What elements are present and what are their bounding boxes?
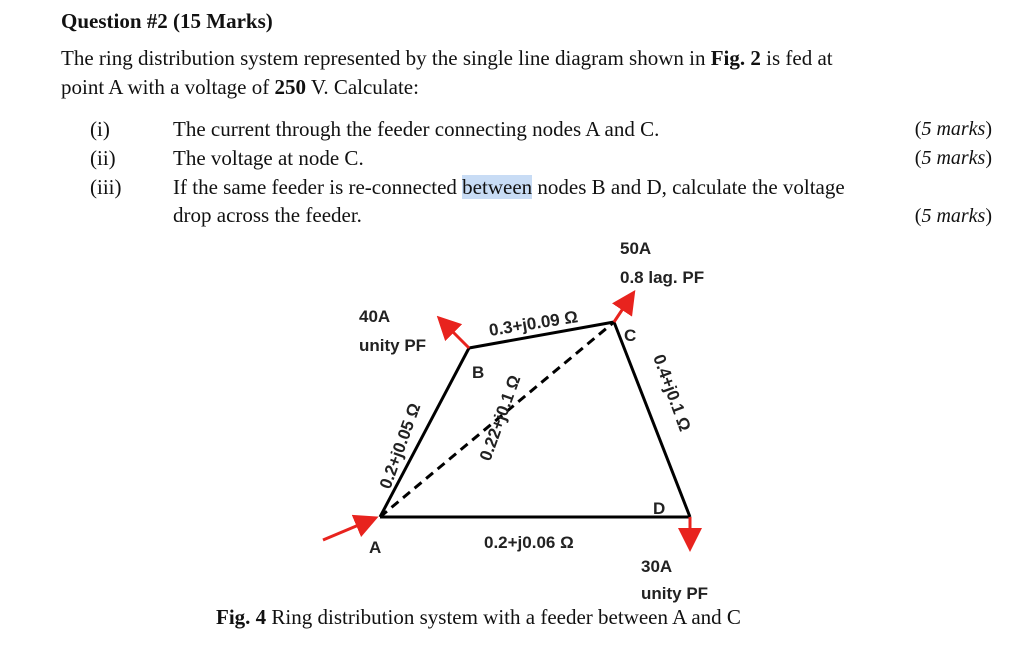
item-2-text: The voltage at node C. (173, 146, 364, 170)
item-3-text: If the same feeder is re-connected betwe… (173, 175, 999, 200)
intro-text-b: is fed at (760, 46, 833, 70)
load-arrow-b (436, 315, 471, 350)
impedance-cd: 0.4+j0.1 Ω (649, 352, 694, 434)
load-d-current: 30A (641, 557, 672, 576)
caption-fig-ref: Fig. 4 (216, 605, 267, 629)
item-3-number: (iii) (90, 175, 122, 199)
line-bc (468, 320, 615, 350)
item-3-text-a: If the same feeder is re-connected (173, 175, 463, 199)
item-2-marks: (5 marks) (914, 147, 992, 169)
item-2-number: (ii) (90, 146, 116, 170)
highlighted-word: between (462, 175, 533, 199)
intro-line-1: The ring distribution system represented… (61, 46, 833, 71)
intro-text-c: point A with a voltage of (61, 75, 275, 99)
node-c-label: C (624, 326, 636, 345)
item-3-marks: (5 marks) (914, 205, 992, 227)
item-1-marks-text: 5 marks (921, 118, 986, 140)
line-ab (378, 347, 471, 518)
node-d-label: D (653, 499, 665, 518)
intro-fig-ref: Fig. 2 (710, 46, 761, 70)
impedance-feeder: 0.22+j0.1 Ω (476, 373, 525, 464)
item-2-marks-text: 5 marks (921, 147, 986, 169)
impedance-ad: 0.2+j0.06 Ω (484, 533, 574, 552)
item-3-marks-text: 5 marks (921, 205, 986, 227)
node-a-label: A (369, 538, 381, 557)
item-1-number: (i) (90, 117, 110, 141)
item-1-text: The current through the feeder connectin… (173, 117, 660, 141)
load-c-current: 50A (620, 239, 651, 258)
intro-voltage: 250 (274, 75, 306, 99)
feeder-ac-dashed (379, 320, 615, 519)
item-3-text-line2: drop across the feeder. (173, 203, 362, 227)
item-3-text-b: nodes B and D, calculate the voltage (532, 175, 845, 199)
question-title: Question #2 (15 Marks) (61, 9, 273, 33)
intro-line-2: point A with a voltage of 250 V. Calcula… (61, 75, 419, 100)
node-b-label: B (472, 363, 484, 382)
intro-text-a: The ring distribution system represented… (61, 46, 711, 70)
line-cd (612, 321, 692, 518)
item-1-marks: (5 marks) (914, 118, 992, 140)
load-arrow-c (612, 290, 636, 323)
supply-arrow-a (322, 514, 379, 542)
load-b-current: 40A (359, 307, 390, 326)
load-b-pf: unity PF (359, 336, 426, 355)
load-d-pf: unity PF (641, 584, 708, 603)
figure-caption: Fig. 4 Ring distribution system with a f… (216, 605, 741, 630)
load-c-pf: 0.8 lag. PF (620, 268, 704, 287)
caption-text: Ring distribution system with a feeder b… (266, 605, 741, 629)
intro-text-d: V. Calculate: (305, 75, 419, 99)
